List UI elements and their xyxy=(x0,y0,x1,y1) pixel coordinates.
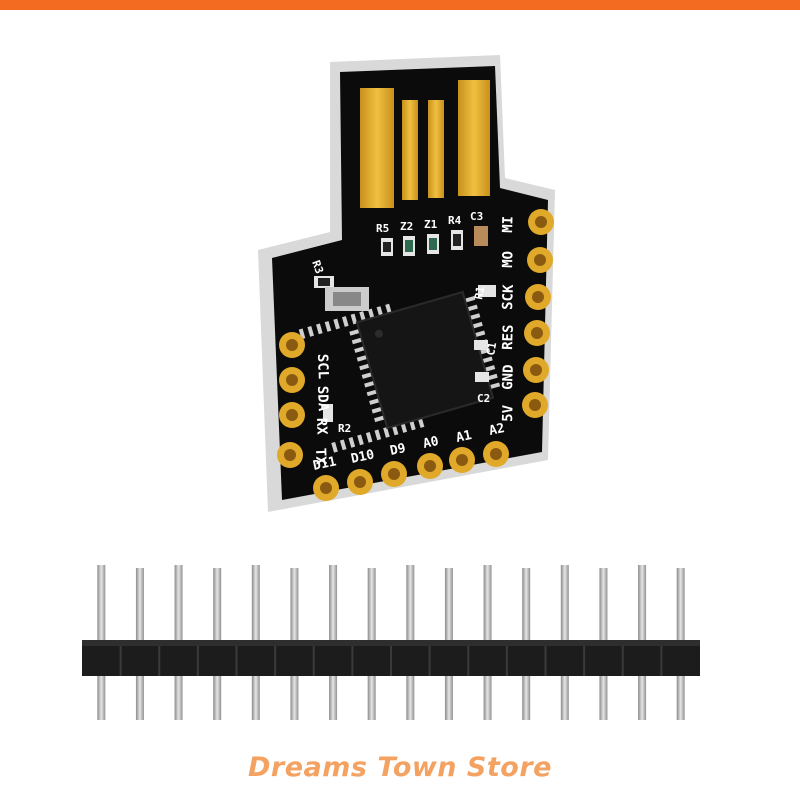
header-pin xyxy=(367,676,376,720)
header-pin xyxy=(406,565,415,640)
right-pin-labels: MI MO SCK RES GND 5V xyxy=(500,216,517,422)
label-r3: R3 xyxy=(309,259,326,276)
pin-label-5v: 5V xyxy=(500,404,517,422)
pin-pad xyxy=(528,209,554,235)
pin-pad xyxy=(347,469,373,495)
pin-pad xyxy=(279,402,305,428)
label-z1: Z1 xyxy=(424,218,438,231)
usb-contacts xyxy=(360,80,490,208)
pin-label-sda: SDA xyxy=(314,386,331,412)
header-pin xyxy=(560,565,569,640)
pin-label-mo: MO xyxy=(500,251,517,268)
bottom-pin-pads xyxy=(313,441,509,501)
header-pin xyxy=(444,676,453,720)
pin-label-tx: TX xyxy=(312,448,329,466)
header-pin xyxy=(406,676,415,720)
pin-pad xyxy=(313,475,339,501)
pin-pad xyxy=(279,367,305,393)
header-pin xyxy=(290,676,299,720)
header-pin xyxy=(329,565,338,640)
pin-pad xyxy=(381,461,407,487)
pin-label-rx: RX xyxy=(313,418,330,436)
pin-label-gnd: GND xyxy=(500,364,517,390)
bottom-pin-labels: D11 D10 D9 A0 A1 A2 xyxy=(312,421,506,474)
pin-header-strip xyxy=(82,565,700,720)
header-pin xyxy=(522,568,531,643)
header-pin xyxy=(638,565,647,640)
label-z2: Z2 xyxy=(400,220,413,233)
header-pin xyxy=(174,565,183,640)
pin-pad xyxy=(483,441,509,467)
pin-pad xyxy=(523,357,549,383)
pin-label-a2: A2 xyxy=(488,421,506,439)
label-r1: R1 xyxy=(472,285,487,301)
header-pin xyxy=(135,676,144,720)
header-pin xyxy=(213,676,222,720)
header-pin xyxy=(638,676,647,720)
header-pin xyxy=(483,676,492,720)
header-pin xyxy=(444,568,453,643)
smd-components xyxy=(314,226,496,422)
left-pin-labels: SCL SDA RX TX xyxy=(312,354,331,466)
header-pin xyxy=(367,568,376,643)
pin-pad xyxy=(525,284,551,310)
header-pin xyxy=(599,568,608,643)
pin-label-d9: D9 xyxy=(389,441,407,459)
pin-pad xyxy=(417,453,443,479)
header-pin xyxy=(97,676,106,720)
left-pin-pads xyxy=(277,332,305,468)
pin-label-scl: SCL xyxy=(314,354,331,380)
pin-pad xyxy=(277,442,303,468)
store-name: Dreams Town Store xyxy=(248,752,552,783)
label-r4: R4 xyxy=(448,214,462,227)
pin-pad xyxy=(279,332,305,358)
pin-label-a1: A1 xyxy=(455,428,474,446)
label-r2: R2 xyxy=(338,422,351,435)
label-c1: C1 xyxy=(484,341,499,357)
header-pin xyxy=(213,568,222,643)
header-pin xyxy=(251,676,260,720)
header-pin xyxy=(174,676,183,720)
pin-pad xyxy=(522,392,548,418)
pin-label-res: RES xyxy=(500,324,517,350)
pin-pad xyxy=(527,247,553,273)
header-pin xyxy=(251,565,260,640)
header-pin xyxy=(560,676,569,720)
right-pin-pads xyxy=(522,209,554,418)
header-pin xyxy=(329,676,338,720)
label-r5: R5 xyxy=(376,222,389,235)
pin-label-mi: MI xyxy=(500,216,517,233)
pin-label-sck: SCK xyxy=(500,284,517,310)
microcontroller-chip xyxy=(298,290,501,453)
header-pin xyxy=(676,676,685,720)
pin-label-d11: D11 xyxy=(312,454,338,474)
component-labels: R5 Z2 Z1 R4 C3 R3 R1 R2 C1 C2 xyxy=(309,210,499,435)
header-pin xyxy=(135,568,144,643)
header-pin xyxy=(97,565,106,640)
header-pin xyxy=(522,676,531,720)
pin-pad xyxy=(524,320,550,346)
pcb-board: SCL SDA RX TX MI MO SCK RES GND 5V D11 D… xyxy=(258,55,555,512)
header-pin xyxy=(290,568,299,643)
label-c3: C3 xyxy=(470,210,483,223)
header-pin xyxy=(676,568,685,643)
label-c2: C2 xyxy=(477,392,490,405)
pin-pad xyxy=(449,447,475,473)
top-accent-bar xyxy=(0,0,800,10)
pin-label-a0: A0 xyxy=(422,434,441,452)
pin-label-d10: D10 xyxy=(350,447,376,467)
header-pin xyxy=(599,676,608,720)
header-pin xyxy=(483,565,492,640)
